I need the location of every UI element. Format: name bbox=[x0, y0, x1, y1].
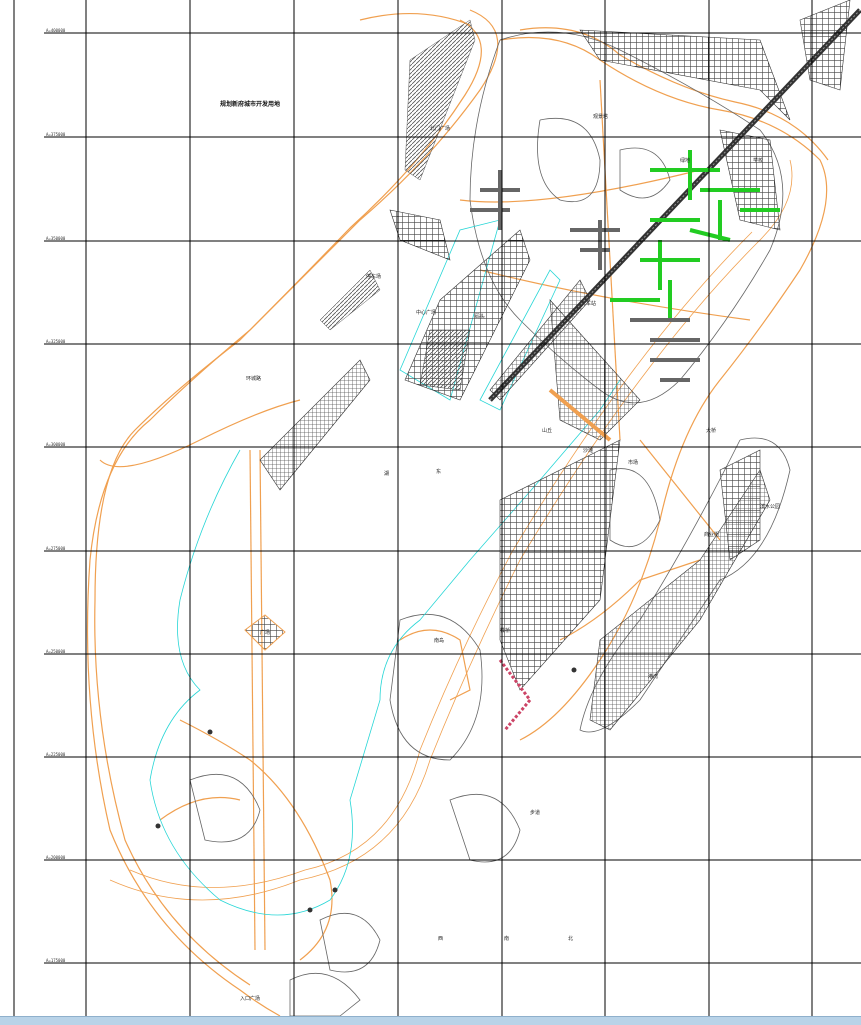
site-features bbox=[86, 0, 861, 1017]
grid-row-tick-label: A=375000 bbox=[46, 132, 66, 137]
label-lake: 湖 bbox=[384, 470, 389, 477]
label-marker-d: 北 bbox=[568, 935, 573, 942]
label-beach: 沙滩 bbox=[583, 447, 593, 454]
grid-row-tick-label: A=325000 bbox=[46, 339, 66, 344]
label-marker-c: 南 bbox=[504, 935, 509, 942]
grid-coordinate-labels: A=400000A=375000A=350000A=325000A=300000… bbox=[46, 28, 66, 963]
label-school: 学校 bbox=[753, 157, 763, 164]
label-hill: 山丘 bbox=[542, 427, 552, 434]
map-grid bbox=[13, 0, 861, 1016]
label-east-park: 滨水公园 bbox=[760, 503, 780, 510]
grid-row-tick-label: A=400000 bbox=[46, 28, 66, 33]
grid-row-tick-label: A=225000 bbox=[46, 752, 66, 757]
label-green: 绿地 bbox=[680, 157, 690, 164]
label-square: 广场 bbox=[260, 629, 270, 636]
label-marker-a: 东 bbox=[436, 468, 441, 475]
label-west-road: 环城路 bbox=[246, 375, 261, 382]
drawing-title: 规划新府城市开发用地 bbox=[220, 100, 280, 108]
grid-row-tick-label: A=350000 bbox=[46, 236, 66, 241]
grid-row-tick-label: A=175000 bbox=[46, 958, 66, 963]
grid-row-tick-label: A=250000 bbox=[46, 649, 66, 654]
grid-row-tick-label: A=200000 bbox=[46, 855, 66, 860]
label-station: 车站 bbox=[586, 300, 596, 307]
label-pier: 栈桥 bbox=[500, 627, 510, 634]
label-bridge: 大桥 bbox=[706, 427, 716, 434]
label-north-gate: 北门广场 bbox=[430, 125, 450, 132]
grid-row-tick-label: A=300000 bbox=[46, 442, 66, 447]
label-trail: 步道 bbox=[530, 809, 540, 816]
label-harbor: 港湾 bbox=[648, 673, 658, 680]
label-shops: 商业街 bbox=[704, 531, 719, 538]
label-park-gate: 入口广场 bbox=[240, 995, 260, 1002]
status-strip bbox=[0, 1016, 861, 1025]
grid-row-tick-label: A=275000 bbox=[46, 546, 66, 551]
label-marker-b: 西 bbox=[438, 936, 443, 942]
label-tower: 观景塔 bbox=[593, 113, 608, 120]
label-island-south: 南岛 bbox=[434, 637, 444, 644]
label-market: 市场 bbox=[628, 459, 638, 466]
label-dock: 码头 bbox=[475, 313, 485, 320]
label-parking: 停车场 bbox=[366, 273, 381, 280]
label-plaza-center: 中心广场 bbox=[416, 309, 436, 316]
